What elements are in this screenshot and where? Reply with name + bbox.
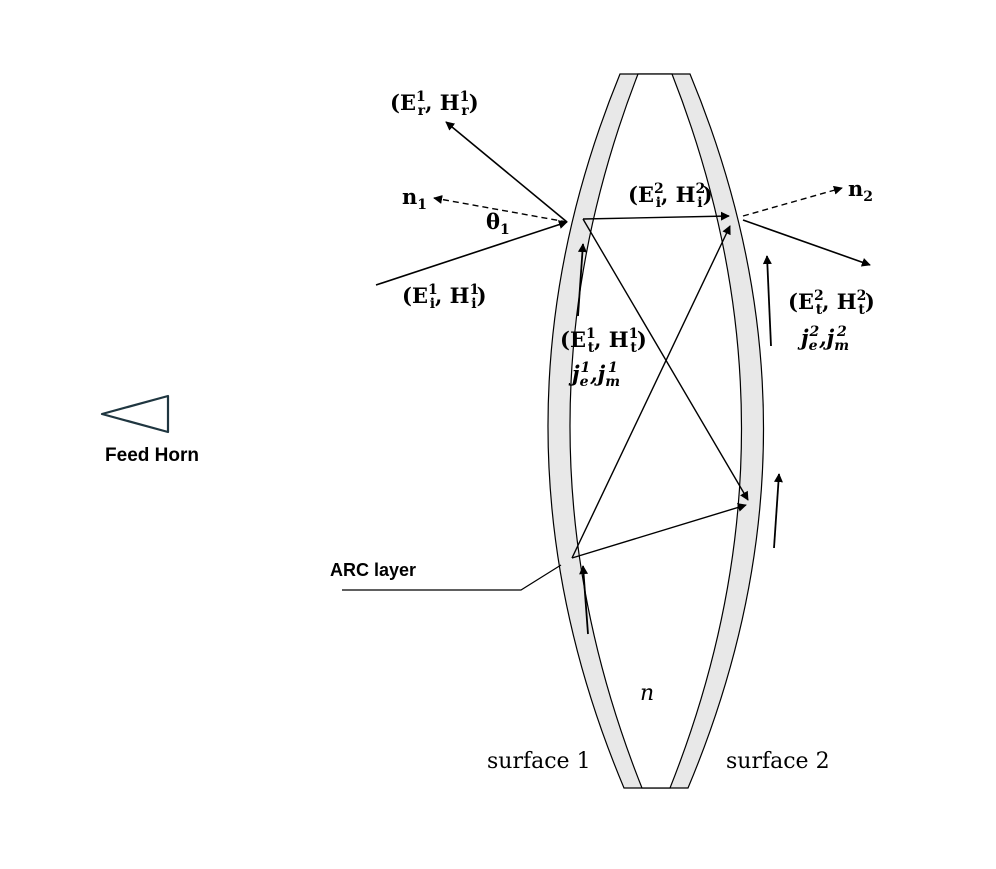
angle1-label: θ1: [486, 209, 510, 238]
surface2-rays: [742, 185, 871, 267]
internal-rays: [571, 211, 749, 559]
ray-diagonal-up: [571, 225, 731, 559]
ray-transmitted-top: [582, 211, 730, 221]
surface1-rays: [375, 121, 568, 286]
incident-ray-1: [375, 220, 568, 286]
currents-1-label: je1,jm1: [568, 360, 620, 390]
feed-horn-icon: [100, 394, 170, 434]
surface1-label: surface 1: [487, 749, 591, 774]
current-arrow-s2-bottom: [773, 473, 783, 549]
medium-index-label: n: [640, 681, 654, 706]
normal1-label: n1: [402, 184, 427, 213]
lens-body: [569, 73, 743, 789]
normal-1: [433, 195, 568, 223]
feed-horn-label: Feed Horn: [105, 445, 199, 466]
arc-layer-label: ARC layer: [330, 560, 416, 580]
surface2-label: surface 2: [726, 749, 830, 774]
currents-2-label: je2,jm2: [797, 324, 849, 354]
ray-bottom: [571, 503, 747, 559]
surface-current-arrows: [577, 243, 783, 635]
current-arrow-s1-bottom: [579, 565, 589, 635]
normal2-label: n2: [848, 176, 873, 205]
reflected-ray-1: [445, 121, 568, 223]
current-arrow-s1-top: [577, 243, 587, 317]
arc-layer-leader: [342, 564, 562, 591]
ray-diagonal-down: [582, 218, 749, 501]
current-arrow-s2-top: [762, 255, 772, 347]
normal-2: [742, 185, 843, 217]
transmitted-ray-2: [742, 219, 871, 267]
